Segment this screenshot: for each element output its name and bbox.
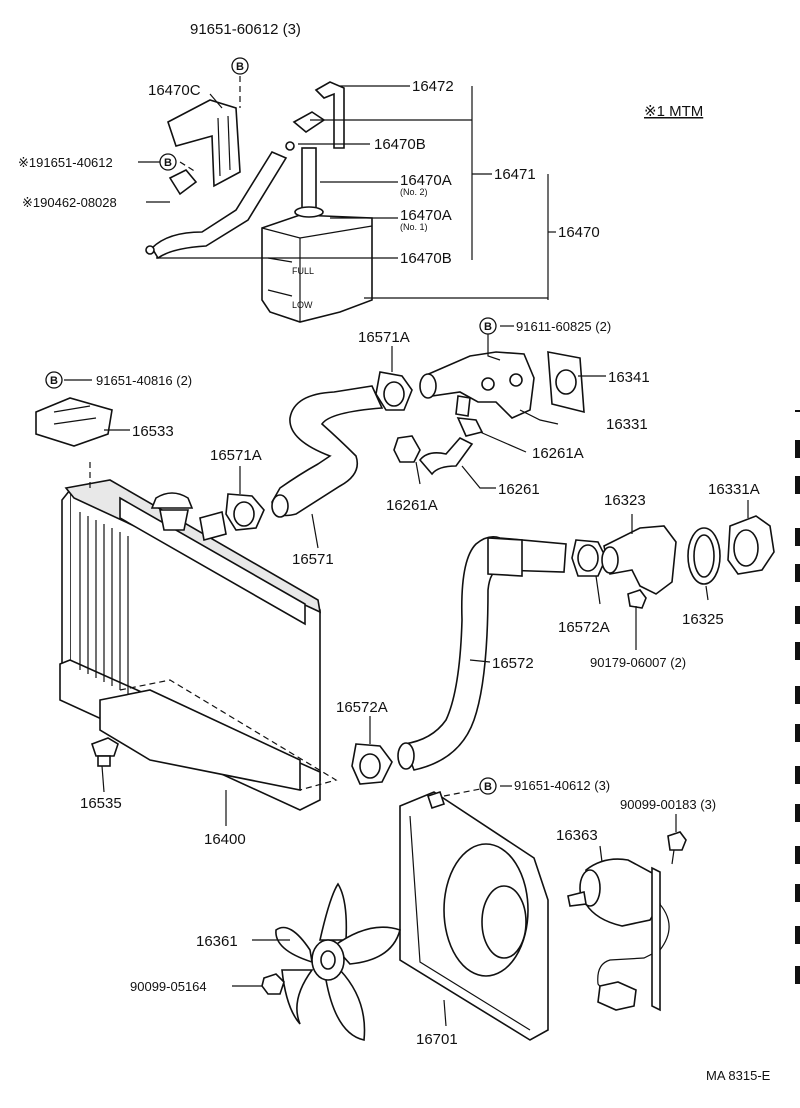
fan-motor: [567, 858, 670, 1012]
fastener-badge-4: B: [45, 371, 63, 389]
label-16471: 16471: [494, 166, 536, 183]
label-16701: 16701: [416, 1031, 458, 1048]
water-inlet: [601, 525, 677, 595]
fan-nut: [261, 973, 285, 995]
label-16331: 16331: [606, 416, 648, 433]
label-16470B-top: 16470B: [374, 136, 426, 153]
label-no2: (No. 2): [400, 187, 428, 197]
svg-text:B: B: [484, 781, 492, 793]
label-16261A-bottom: 16261A: [386, 497, 438, 514]
label-91651-60612-3: 91651-60612 (3): [190, 21, 301, 38]
label-16571: 16571: [292, 551, 334, 568]
label-16361: 16361: [196, 933, 238, 950]
bypass-hose: [393, 417, 484, 476]
radiator: [59, 462, 338, 811]
label-16261A-right: 16261A: [532, 445, 584, 462]
inlet-stud-nut: [627, 589, 647, 609]
outlet-gasket: [547, 351, 585, 414]
label-16363: 16363: [556, 827, 598, 844]
reservoir-tank: FULL LOW: [261, 214, 373, 323]
label-191651-40612: ※191651-40612: [18, 155, 113, 170]
diagram-code: MA 8315-E: [706, 1068, 771, 1083]
upper-radiator-hose: [271, 385, 384, 518]
label-16572A-right: 16572A: [558, 619, 610, 636]
thermostat-gasket: [687, 527, 721, 585]
label-90099-05164: 90099-05164: [130, 979, 207, 994]
reservoir-cap-assembly: [285, 81, 345, 218]
label-16472: 16472: [412, 78, 454, 95]
label-16470A-no1: 16470A: [400, 207, 452, 224]
thermostat: [727, 515, 775, 575]
label-mtm: ※1 MTM: [644, 103, 703, 120]
label-16470B-bottom: 16470B: [400, 250, 452, 267]
label-16571A-left: 16571A: [210, 447, 262, 464]
svg-text:B: B: [50, 375, 58, 387]
svg-text:B: B: [236, 61, 244, 73]
label-91651-40612-3b: 91651-40612 (3): [514, 778, 610, 793]
lower-radiator-hose: [397, 536, 567, 771]
low-mark: LOW: [292, 300, 313, 310]
radiator-mount-bracket: [35, 397, 113, 447]
radiator-cushion: [90, 737, 119, 767]
label-16341: 16341: [608, 369, 650, 386]
label-91651-40816: 91651-40816 (2): [96, 373, 192, 388]
leader-lines: [64, 76, 749, 1027]
hose-clamp-16572A-right: [571, 539, 607, 577]
svg-text:B: B: [164, 157, 172, 169]
fastener-badge-2: B: [159, 153, 177, 171]
label-16572A-left: 16572A: [336, 699, 388, 716]
label-no1: (No. 1): [400, 222, 428, 232]
fastener-badge-3: B: [479, 317, 497, 335]
reservoir-bracket: [167, 99, 241, 196]
fastener-badge-1: B: [231, 57, 249, 75]
label-90099-00183: 90099-00183 (3): [620, 797, 716, 812]
label-16572: 16572: [492, 655, 534, 672]
hose-clamp-16571A-left: [225, 493, 265, 531]
hose-clamp-16572A-left: [351, 743, 393, 785]
label-16470: 16470: [558, 224, 600, 241]
margin-ticks: [795, 410, 800, 984]
label-16261: 16261: [498, 481, 540, 498]
label-16400: 16400: [204, 831, 246, 848]
fan-shroud: [399, 790, 549, 1041]
full-mark: FULL: [292, 266, 314, 276]
fastener-badge-5: B: [479, 777, 497, 795]
label-91611-60825: 91611-60825 (2): [516, 319, 611, 334]
label-16533: 16533: [132, 423, 174, 440]
label-16325: 16325: [682, 611, 724, 628]
label-190462-08028: ※190462-08028: [22, 195, 117, 210]
label-16470A-no2: 16470A: [400, 172, 452, 189]
overflow-hose: [145, 150, 288, 260]
water-outlet: [419, 351, 535, 419]
label-16323: 16323: [604, 492, 646, 509]
hose-clamp-16571A-top: [375, 371, 413, 411]
label-16331A: 16331A: [708, 481, 760, 498]
motor-bolt: [667, 831, 687, 865]
svg-text:B: B: [484, 321, 492, 333]
label-16470C: 16470C: [148, 82, 201, 99]
label-16571A-top: 16571A: [358, 329, 410, 346]
fan-blade: [275, 882, 401, 1041]
label-90179-06007: 90179-06007 (2): [590, 655, 686, 670]
label-16535: 16535: [80, 795, 122, 812]
